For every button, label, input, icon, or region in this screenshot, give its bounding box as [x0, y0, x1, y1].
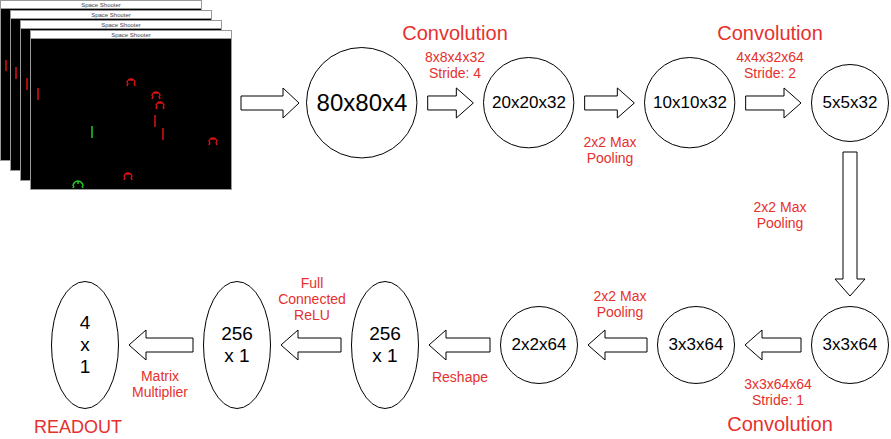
tensor-shape: 3x3x64 — [823, 335, 878, 355]
tensor-shape: 80x80x4 — [317, 89, 408, 117]
layer-circle: 3x3x64 — [811, 306, 889, 384]
flow-arrow — [585, 88, 635, 118]
layer-circle: 10x10x32 — [644, 57, 735, 148]
flow-arrow — [129, 330, 193, 360]
enemy-ships — [124, 79, 217, 180]
operation-title: Convolution — [402, 22, 508, 45]
node-outline-shape — [352, 282, 419, 409]
window-title: Space Shooter — [101, 21, 141, 28]
operation-params: Full Connected ReLU — [278, 275, 346, 323]
node-outline-shape — [645, 58, 735, 148]
layer-circle: 20x20x32 — [483, 57, 574, 148]
node-outline-shape — [501, 307, 578, 384]
tensor-shape: 3x3x64 — [669, 335, 724, 355]
window-title: Space Shooter — [91, 11, 131, 18]
tensor-shape: 20x20x32 — [492, 93, 566, 113]
node-outline-shape — [204, 282, 271, 409]
tensor-shape: 256 x 1 — [369, 323, 401, 367]
node-outline-shape — [307, 48, 417, 158]
tensor-shape: 10x10x32 — [653, 93, 727, 113]
window-title: Space Shooter — [81, 1, 121, 8]
enemy-bullets — [6, 60, 163, 140]
flow-arrow — [835, 152, 865, 296]
operation-params: 3x3x64x64 Stride: 1 — [726, 376, 830, 408]
operation-params: Matrix Multiplier — [132, 368, 188, 400]
layer-circle: 80x80x4 — [306, 47, 417, 158]
operation-title: Convolution — [717, 22, 823, 45]
flow-arrow — [588, 330, 647, 360]
tensor-shape: 256 x 1 — [221, 323, 253, 367]
operation-params: 4x4x32x64 Stride: 2 — [720, 49, 820, 81]
layer-ellipse: 256 x 1 — [351, 281, 419, 409]
flow-arrow — [745, 330, 801, 360]
operation-params: 2x2 Max Pooling — [576, 288, 664, 320]
layer-ellipse: 4 x 1 — [51, 281, 119, 409]
node-outline-shape — [484, 58, 574, 148]
output-title: READOUT — [34, 417, 122, 438]
layer-circle: 3x3x64 — [657, 306, 735, 384]
tensor-shape: 2x2x64 — [512, 335, 567, 355]
layer-circle: 5x5x32 — [811, 64, 889, 142]
node-outline-shape — [812, 307, 889, 384]
flow-arrow — [429, 330, 490, 360]
node-outline-shape — [812, 65, 889, 142]
tensor-shape: 4 x 1 — [80, 312, 91, 378]
operation-params: 2x2 Max Pooling — [566, 134, 654, 166]
input-arrow — [241, 88, 299, 118]
operation-params: Reshape — [415, 369, 505, 385]
flow-arrow — [746, 88, 801, 118]
player-ship — [73, 126, 92, 188]
node-outline-shape — [658, 307, 735, 384]
window-stack — [1, 1, 232, 190]
operation-params: 8x8x4x32 Stride: 4 — [409, 49, 501, 81]
operation-params: 2x2 Max Pooling — [736, 199, 824, 231]
game-window — [31, 31, 232, 190]
flow-arrow — [281, 330, 341, 360]
layer-ellipse: 256 x 1 — [203, 281, 271, 409]
node-outline-shape — [52, 282, 119, 409]
flow-arrow — [428, 88, 474, 118]
window-title: Space Shooter — [111, 31, 151, 38]
layer-circle: 2x2x64 — [500, 306, 578, 384]
operation-title: Convolution — [727, 413, 833, 436]
tensor-shape: 5x5x32 — [823, 93, 878, 113]
